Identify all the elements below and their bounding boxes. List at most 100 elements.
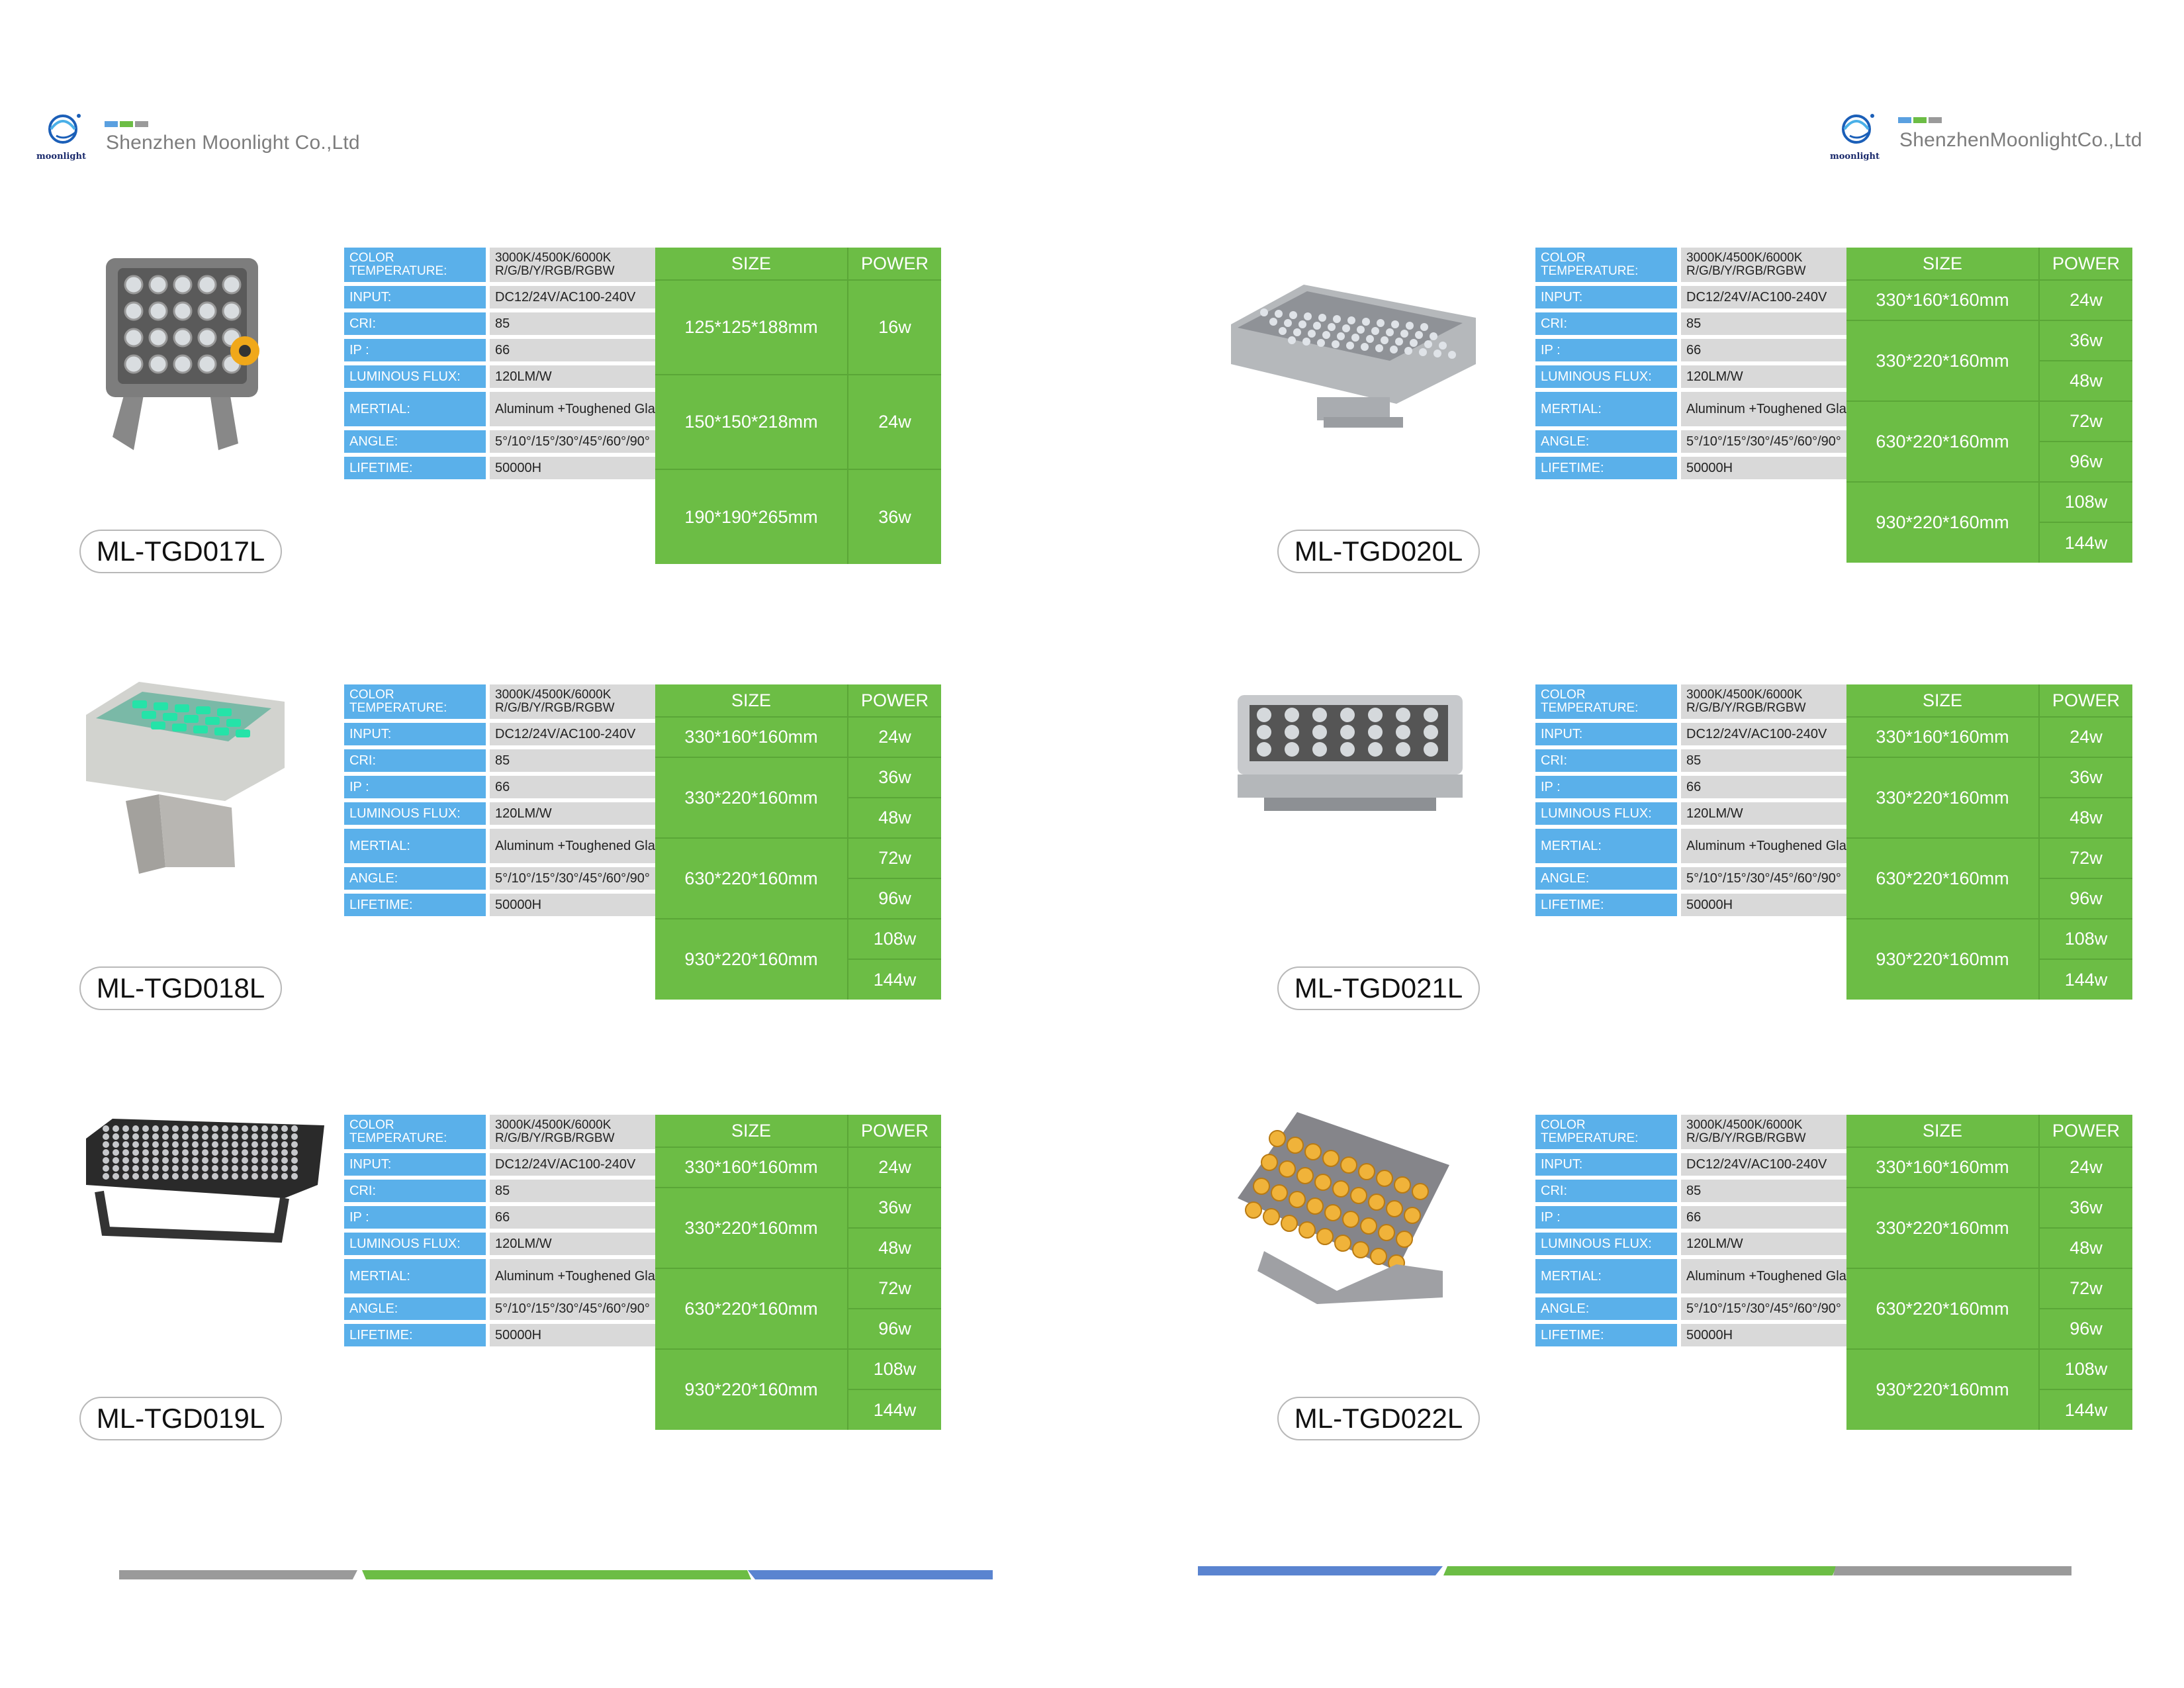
power-cell: 108w (848, 1348, 941, 1389)
spec-label: MERTIAL: (1535, 829, 1677, 863)
size-cell: 930*220*160mm (1846, 1348, 2040, 1430)
power-cell: 72w (848, 1268, 941, 1309)
spec-row-color-temp: COLOR TEMPERATURE:3000K/4500K/6000K R/G/… (1535, 248, 1860, 282)
power-cell: 16w (848, 279, 941, 375)
size-cell: 930*220*160mm (655, 1348, 848, 1430)
model-label: ML-TGD018L (79, 966, 282, 1010)
spec-label: MERTIAL: (1535, 392, 1677, 426)
spec-value: DC12/24V/AC100-240V (486, 286, 668, 308)
spec-row-ip: IP :66 (1535, 1206, 1860, 1229)
spec-value: 5°/10°/15°/30°/45°/60°/90° (486, 867, 668, 890)
power-header: POWER (860, 1120, 929, 1141)
spec-value: DC12/24V/AC100-240V (1677, 1153, 1860, 1176)
power-cell: 72w (2039, 837, 2132, 878)
spec-value: 50000H (1677, 894, 1860, 916)
spec-value: 3000K/4500K/6000K R/G/B/Y/RGB/RGBW (486, 248, 668, 282)
footer-seg-green (362, 1570, 751, 1579)
spec-label: INPUT: (1535, 286, 1677, 308)
spec-value: 50000H (486, 1324, 668, 1346)
spec-row-angle: ANGLE:5°/10°/15°/30°/45°/60°/90° (344, 1297, 668, 1320)
spec-row-color-temp: COLOR TEMPERATURE:3000K/4500K/6000K R/G/… (1535, 1115, 1860, 1149)
spec-label: COLOR TEMPERATURE: (1535, 684, 1677, 719)
power-header: POWER (2052, 1120, 2120, 1141)
size-cell: 330*160*160mm (655, 716, 848, 757)
spec-label: IP : (344, 776, 486, 798)
spec-row-flux: LUMINOUS FLUX:120LM/W (1535, 365, 1860, 388)
power-cell: 72w (848, 837, 941, 878)
spec-value: 66 (1677, 776, 1860, 798)
size-header: SIZE (655, 248, 848, 280)
power-cell: 96w (2039, 1308, 2132, 1349)
spec-row-ip: IP :66 (1535, 339, 1860, 361)
spec-value: 66 (1677, 1206, 1860, 1229)
spec-label: INPUT: (344, 286, 486, 308)
spec-row-mertial: MERTIAL:Aluminum +Toughened Glass (344, 829, 668, 863)
spec-label: IP : (1535, 776, 1677, 798)
footer-seg-green-r (1443, 1566, 1837, 1575)
right-header: moonlight ShenzhenMoonlightCo.,Ltd (1830, 103, 2142, 169)
spec-label: IP : (344, 339, 486, 361)
size-cell: 330*160*160mm (655, 1147, 848, 1188)
power-cell: 24w (2039, 1147, 2132, 1188)
size-power-row: 96w (655, 1308, 941, 1349)
spec-label: CRI: (1535, 312, 1677, 335)
power-cell: 36w (848, 469, 941, 564)
brand-swatches-right (1898, 117, 1942, 123)
spec-label: LIFETIME: (344, 457, 486, 479)
size-power-row: 96w (1846, 441, 2132, 482)
spec-label: MERTIAL: (1535, 1259, 1677, 1293)
spec-label: ANGLE: (344, 867, 486, 890)
power-cell: 36w (2039, 1187, 2132, 1228)
size-header: SIZE (655, 1115, 848, 1147)
spec-label: LUMINOUS FLUX: (1535, 802, 1677, 825)
black-led-floodlight-icon (73, 1099, 324, 1364)
power-cell: 48w (2039, 1227, 2132, 1268)
spec-value: 50000H (486, 894, 668, 916)
size-cell: 930*220*160mm (1846, 918, 2040, 1000)
spec-label: MERTIAL: (344, 1259, 486, 1293)
size-cell: 330*220*160mm (1846, 757, 2040, 838)
power-cell: 96w (2039, 441, 2132, 482)
size-power-header: SIZE POWER (655, 1115, 941, 1147)
spec-row-mertial: MERTIAL:Aluminum +Toughened Glass (344, 1259, 668, 1293)
spec-row-color-temp: COLOR TEMPERATURE:3000K/4500K/6000K R/G/… (344, 248, 668, 282)
spec-row-lifetime: LIFETIME:50000H (1535, 1324, 1860, 1346)
power-cell: 48w (2039, 360, 2132, 401)
spec-value: 120LM/W (486, 1233, 668, 1255)
spec-row-ip: IP :66 (1535, 776, 1860, 798)
spec-row-angle: ANGLE:5°/10°/15°/30°/45°/60°/90° (344, 430, 668, 453)
power-header: POWER (2052, 253, 2120, 273)
power-cell: 108w (848, 918, 941, 959)
size-cell: 330*160*160mm (1846, 279, 2040, 320)
spec-value: 66 (486, 339, 668, 361)
model-label: ML-TGD021L (1277, 966, 1480, 1010)
power-cell: 144w (848, 1389, 941, 1430)
spec-label: ANGLE: (1535, 1297, 1677, 1320)
spec-value: 3000K/4500K/6000K R/G/B/Y/RGB/RGBW (486, 684, 668, 719)
model-label: ML-TGD022L (1277, 1397, 1480, 1440)
spec-label: COLOR TEMPERATURE: (344, 684, 486, 719)
size-header: SIZE (1846, 684, 2040, 717)
size-cell: 330*220*160mm (655, 1187, 848, 1268)
spec-label: LIFETIME: (344, 1324, 486, 1346)
spec-row-cri: CRI:85 (344, 312, 668, 335)
size-power-row: 96w (655, 878, 941, 919)
spec-row-cri: CRI:85 (1535, 1180, 1860, 1202)
spec-label: CRI: (1535, 1180, 1677, 1202)
logo-text-right: moonlight (1830, 152, 1880, 162)
model-label: ML-TGD019L (79, 1397, 282, 1440)
spec-label: CRI: (344, 312, 486, 335)
